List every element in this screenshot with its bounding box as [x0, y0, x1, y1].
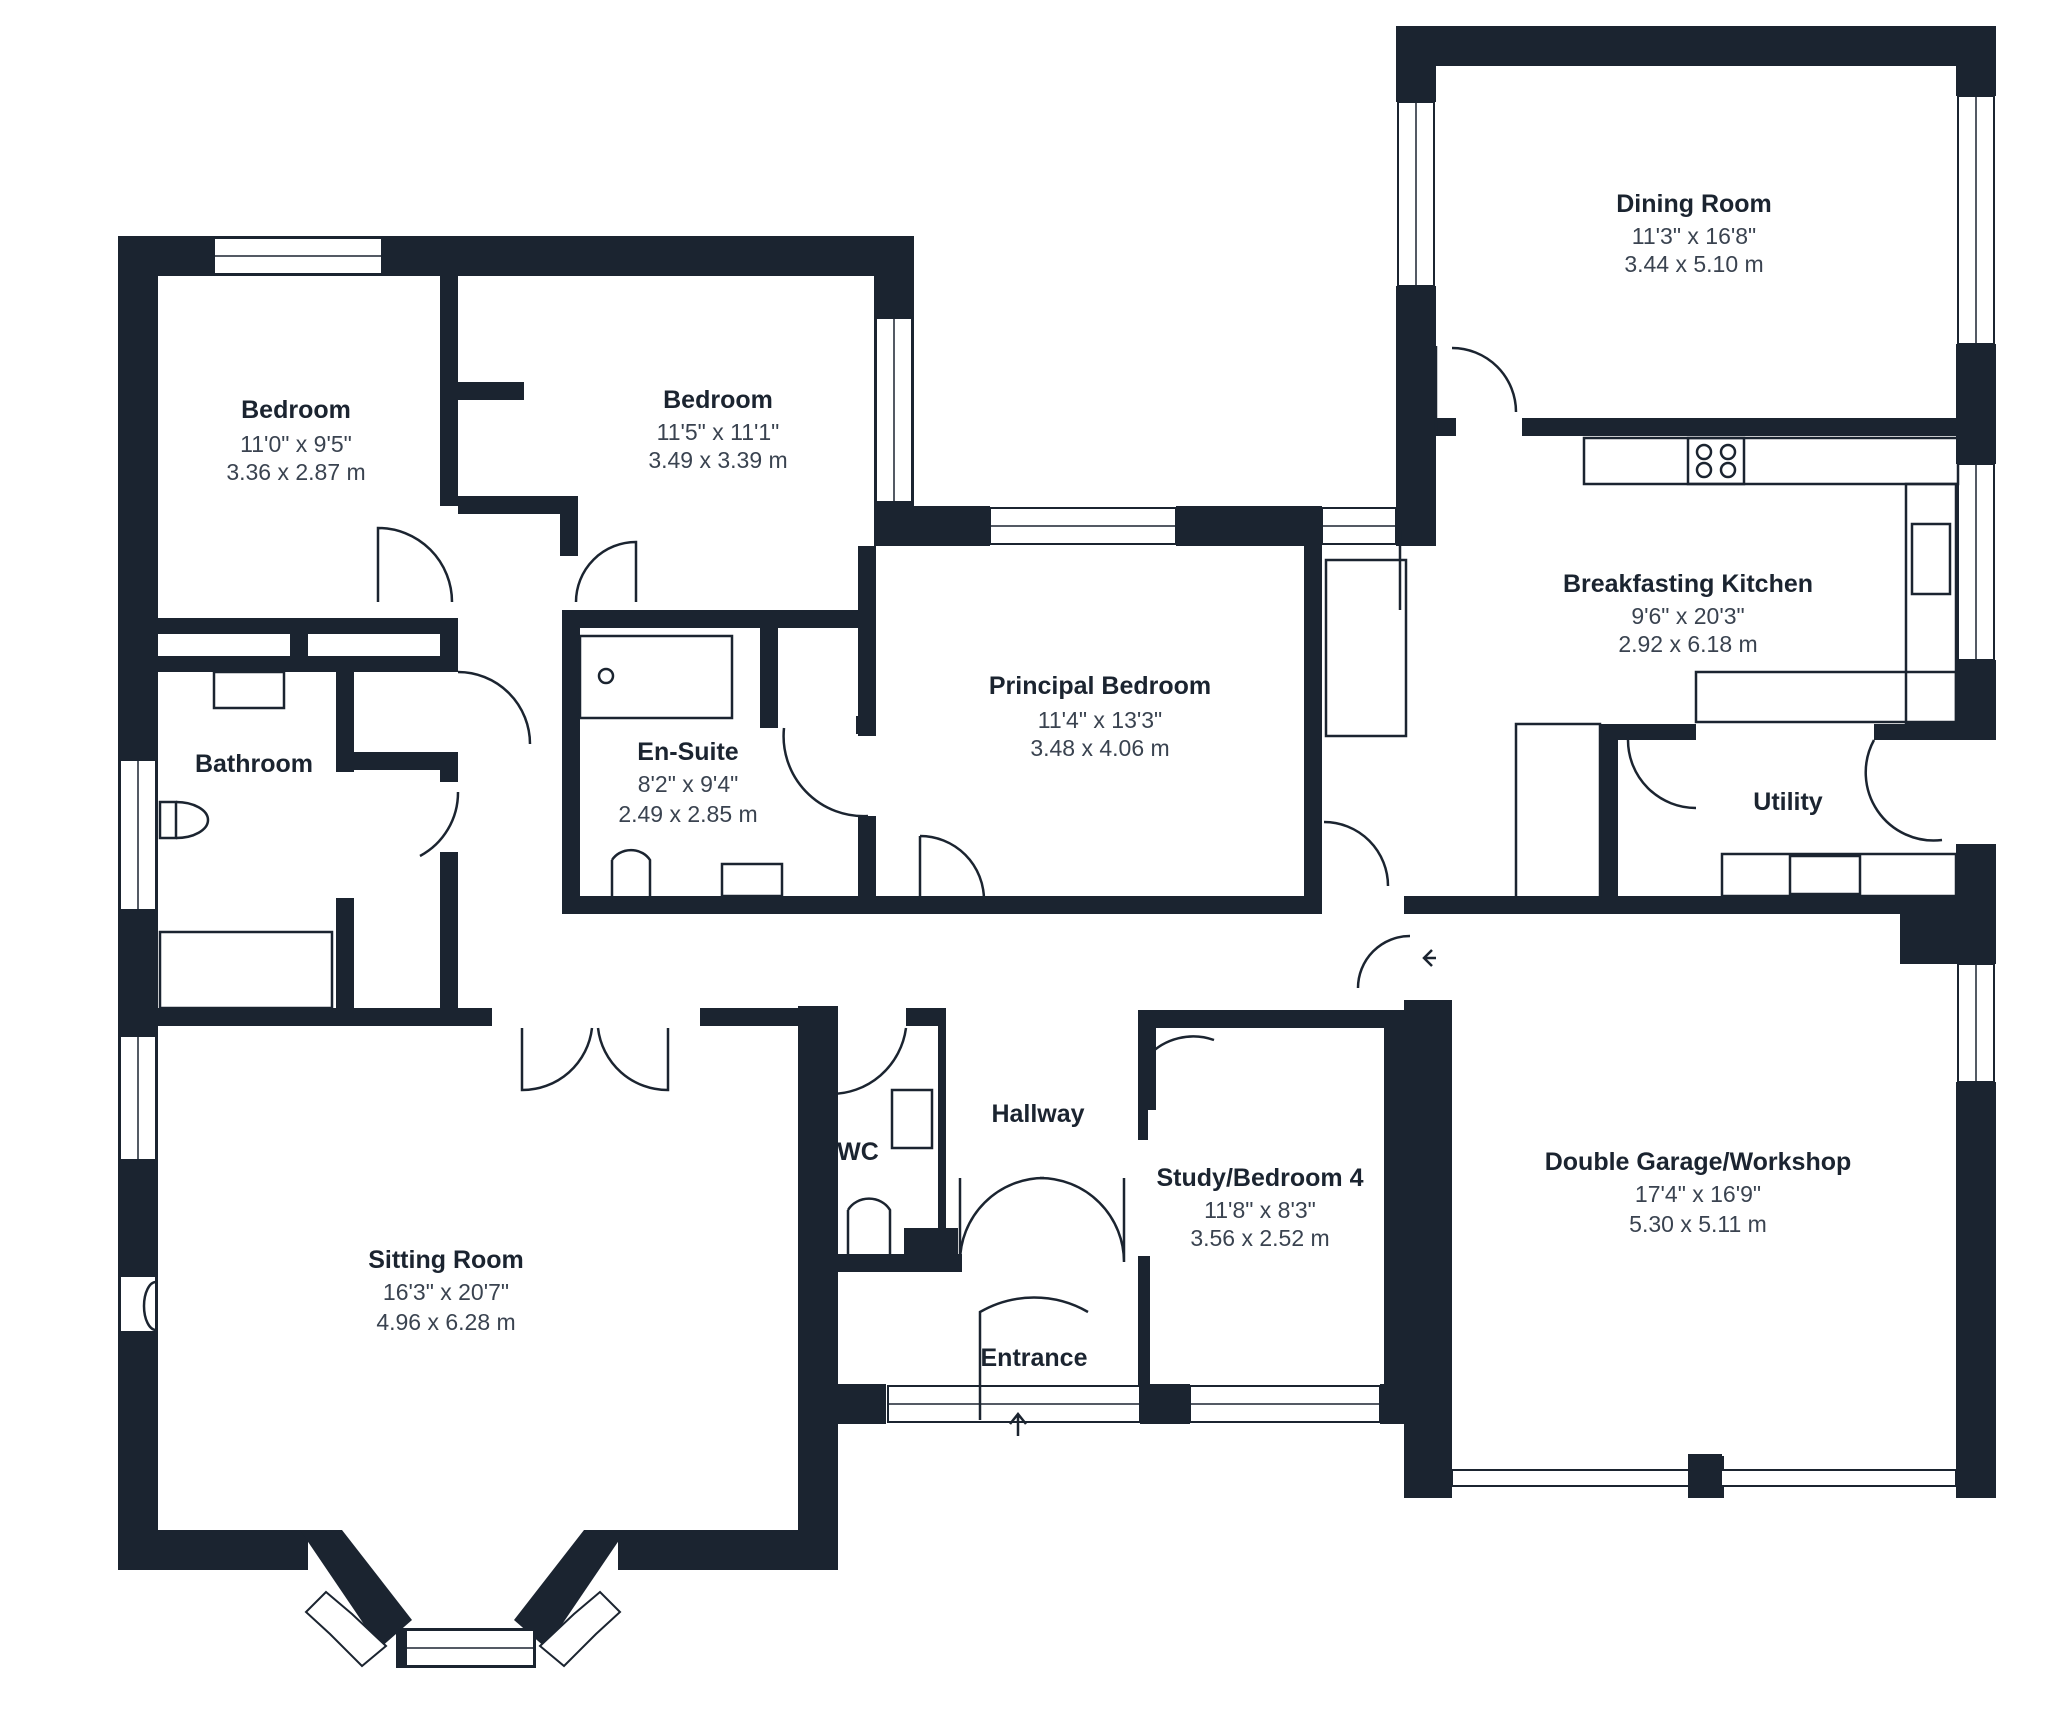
room-name: Principal Bedroom — [989, 672, 1211, 700]
room-name: Double Garage/Workshop — [1545, 1148, 1852, 1176]
room-name: Study/Bedroom 4 — [1157, 1164, 1364, 1192]
room-dim-imperial: 11'3" x 16'8" — [1632, 223, 1756, 249]
room-dim-imperial: 17'4" x 16'9" — [1635, 1181, 1761, 1207]
room-dim-metric: 3.49 x 3.39 m — [648, 447, 787, 473]
room-label-entrance: Entrance — [981, 1344, 1088, 1372]
room-dim-imperial: 16'3" x 20'7" — [383, 1279, 509, 1305]
room-label-principal-bedroom: Principal Bedroom 11'4" x 13'3" 3.48 x 4… — [989, 672, 1211, 761]
room-name: En-Suite — [637, 738, 738, 766]
room-label-hallway: Hallway — [991, 1100, 1084, 1128]
interior-walls — [158, 276, 1996, 1420]
room-dim-imperial: 8'2" x 9'4" — [638, 771, 739, 797]
room-dim-metric: 3.36 x 2.87 m — [226, 459, 365, 485]
room-dim-metric: 3.56 x 2.52 m — [1190, 1225, 1329, 1251]
room-label-dining-room: Dining Room 11'3" x 16'8" 3.44 x 5.10 m — [1616, 190, 1772, 277]
room-name: Bedroom — [241, 396, 351, 424]
room-name: Breakfasting Kitchen — [1563, 570, 1813, 598]
room-name: WC — [837, 1138, 879, 1166]
room-dim-metric: 4.96 x 6.28 m — [376, 1309, 515, 1335]
room-name: Bathroom — [195, 750, 313, 778]
room-label-bathroom: Bathroom — [195, 750, 313, 778]
room-name: Utility — [1753, 788, 1823, 816]
room-dim-imperial: 9'6" x 20'3" — [1631, 603, 1744, 629]
room-dim-imperial: 11'4" x 13'3" — [1038, 707, 1162, 733]
room-name: Sitting Room — [368, 1246, 524, 1274]
room-label-double-garage: Double Garage/Workshop 17'4" x 16'9" 5.3… — [1545, 1148, 1852, 1237]
windows — [119, 95, 1995, 1668]
room-label-study: Study/Bedroom 4 11'8" x 8'3" 3.56 x 2.52… — [1157, 1164, 1364, 1251]
room-name: Entrance — [981, 1344, 1088, 1372]
room-dim-metric: 3.44 x 5.10 m — [1624, 251, 1763, 277]
room-name: Bedroom — [663, 386, 773, 414]
room-label-ensuite: En-Suite 8'2" x 9'4" 2.49 x 2.85 m — [618, 738, 757, 827]
room-dim-imperial: 11'8" x 8'3" — [1204, 1197, 1316, 1223]
room-label-bedroom-3: Bedroom 11'5" x 11'1" 3.49 x 3.39 m — [648, 386, 787, 473]
room-name: Hallway — [991, 1100, 1084, 1128]
room-dim-imperial: 11'0" x 9'5" — [240, 431, 352, 457]
doors — [376, 346, 1943, 1420]
room-label-wc: WC — [837, 1138, 879, 1166]
room-dim-metric: 2.92 x 6.18 m — [1618, 631, 1757, 657]
room-label-bedroom-2: Bedroom 11'0" x 9'5" 3.36 x 2.87 m — [226, 396, 365, 485]
room-label-breakfasting-kitchen: Breakfasting Kitchen 9'6" x 20'3" 2.92 x… — [1563, 570, 1813, 657]
room-name: Dining Room — [1616, 190, 1772, 218]
room-dim-imperial: 11'5" x 11'1" — [657, 419, 780, 445]
room-label-sitting-room: Sitting Room 16'3" x 20'7" 4.96 x 6.28 m — [368, 1246, 524, 1335]
room-dim-metric: 2.49 x 2.85 m — [618, 801, 757, 827]
fixtures — [142, 436, 1960, 1436]
room-dim-metric: 3.48 x 4.06 m — [1030, 735, 1169, 761]
room-dim-metric: 5.30 x 5.11 m — [1629, 1211, 1767, 1237]
room-label-utility: Utility — [1753, 788, 1823, 816]
